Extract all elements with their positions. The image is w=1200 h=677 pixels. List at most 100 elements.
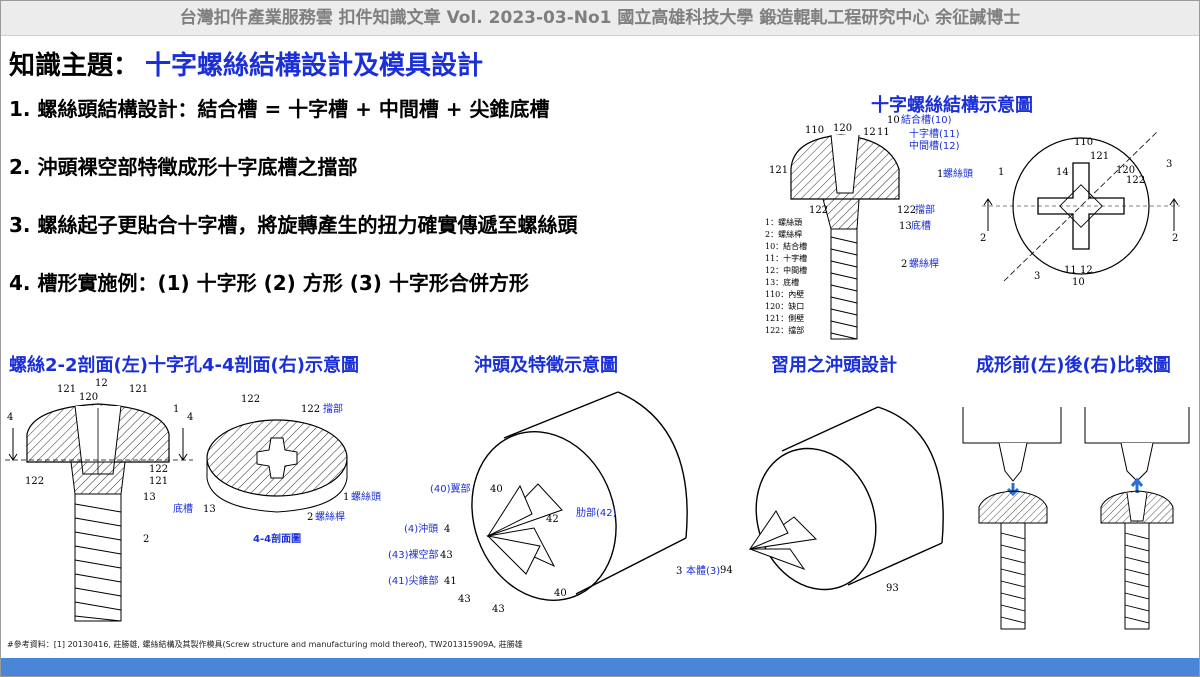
fig1-legend-2: 2：螺絲桿 [765,229,802,239]
screw-section-2-2-diagram: 121 120 12 121 1 4 4 122 121 122 13 2 [5,378,193,622]
fig1-legend-1: 1：螺絲頭 [765,217,802,227]
fig1-num-110: 110 [805,125,824,136]
fig1-legend-6: 13：底槽 [765,277,799,287]
caption-section: 螺絲2-2剖面(左)十字孔4-4剖面(右)示意圖 [9,355,359,376]
fig1-label-cross-slot: 十字槽(11) [909,127,960,140]
cross-hole-section-4-4-diagram: 122 122 擋部 底槽 13 1 螺絲頭 2 螺絲桿 4-4剖面圖 [173,394,381,545]
forming-comparison-diagram [962,407,1190,630]
point-3: 3. 螺絲起子更貼合十字槽，將旋轉產生的扭力確實傳遞至螺絲頭 [9,213,578,237]
screw-top-view-diagram: 110 121 120 122 14 1 2 2 3 3 11 12 10 [980,130,1180,288]
title-label: 知識主題： [9,51,140,81]
fig5-num-42: 42 [546,514,559,525]
fig3-num-1: 1 [173,404,179,415]
fig5-num-43b: 43 [458,594,471,605]
fig2-num-2a: 2 [980,233,986,244]
fig1-num-10: 10 [887,115,900,126]
fig3-num-2: 2 [143,534,149,545]
fig3-num-4a: 4 [7,412,13,423]
fig5-label-body: 本體(3) [686,564,720,577]
fig5-num-41: 41 [444,576,457,587]
caption-compare: 成形前(左)後(右)比較圖 [976,355,1171,376]
fig3-num-122a: 122 [149,464,168,475]
fig4-num-2: 2 [307,512,313,523]
caption-punch: 沖頭及特徵示意圖 [474,355,618,376]
fig1-label-head: 螺絲頭 [943,167,973,180]
fig1-label-combo-slot: 結合槽(10) [901,113,952,126]
fig4-label-bottom-slot: 底槽 [173,502,193,515]
fig1-legend-7: 110：內壁 [765,289,804,299]
fig3-num-120: 120 [79,392,98,403]
fig4-label-head: 螺絲頭 [351,490,381,503]
fig5-label-punch: (4)沖頭 [404,522,438,535]
fig4-num-13: 13 [203,504,216,515]
fig2-num-1: 1 [998,167,1004,178]
fig3-num-13: 13 [143,492,156,503]
fig4-num-1: 1 [343,492,349,503]
punch-feature-diagram: (40)翼部 40 42 肋部(42) (4)沖頭 4 (43)裸空部 43 (… [388,391,720,615]
fig5-label-hollow: (43)裸空部 [388,548,439,561]
fig1-num-121: 121 [769,165,788,176]
fig4-label-shank: 螺絲桿 [315,510,345,523]
point-4: 4. 槽形實施例：(1) 十字形 (2) 方形 (3) 十字形合併方形 [9,271,529,295]
fig2-num-3a: 3 [1166,159,1172,170]
fig1-legend-9: 121：側壁 [765,313,804,323]
fig1-num-13: 13 [899,221,912,232]
fig3-num-121b: 121 [129,384,148,395]
fig1-legend-4: 11：十字槽 [765,253,807,263]
reference-note: #參考資料：[1] 20130416, 莊勝雄, 螺絲結構及其製作模具(Scre… [7,640,523,649]
screw-structure-diagram: 110 120 12 11 10 結合槽(10) 十字槽(11) 中間槽(12)… [765,113,973,340]
fig1-num-2: 2 [901,259,907,270]
fig5-num-43a: 43 [440,550,453,561]
fig2-num-12: 12 [1080,265,1093,276]
point-1: 1. 螺絲頭結構設計：結合槽 = 十字槽 + 中間槽 + 尖錐底槽 [9,97,550,121]
fig1-legend-3: 10：結合槽 [765,241,807,251]
fig4-caption: 4-4剖面圖 [253,532,301,545]
fig1-num-122a: 122 [809,205,828,216]
fig4-num-122a: 122 [241,394,260,405]
caption-conventional: 習用之沖頭設計 [771,355,897,376]
fig5-num-43c: 43 [492,604,505,615]
fig5-num-40b: 40 [554,588,567,599]
fig6-num-93: 93 [886,583,899,594]
fig2-num-3b: 3 [1034,271,1040,282]
fig2-num-120: 120 [1116,165,1135,176]
fig5-label-wing: (40)翼部 [430,482,471,495]
fig2-num-110: 110 [1074,137,1093,148]
fig1-num-11: 11 [877,127,890,138]
page-title: 知識主題：十字螺絲結構設計及模具設計 [9,45,483,82]
fig2-num-14: 14 [1056,167,1069,178]
title-value: 十字螺絲結構設計及模具設計 [145,51,484,81]
fig3-num-12: 12 [95,378,108,389]
fig1-legend-8: 120：缺口 [765,301,804,311]
footer-bar [1,658,1199,676]
fig5-num-40a: 40 [490,484,503,495]
fig4-num-122b: 122 [301,404,320,415]
fig1-num-122b: 122 [897,205,916,216]
fig2-num-10: 10 [1072,277,1085,288]
fig3-num-121a: 121 [57,384,76,395]
fig2-num-11: 11 [1064,265,1077,276]
fig1-num-1: 1 [937,169,943,180]
point-2: 2. 沖頭裸空部特徵成形十字底槽之擋部 [9,155,358,179]
fig6-num-94: 94 [720,565,733,576]
fig2-num-2b: 2 [1172,233,1178,244]
header-banner: 台灣扣件產業服務雲 扣件知識文章 Vol. 2023-03-No1 國立高雄科技… [1,1,1199,36]
caption-structure: 十字螺絲結構示意圖 [871,95,1033,116]
fig5-num-4: 4 [444,524,450,535]
fig2-num-122: 122 [1126,175,1145,186]
fig3-num-121c: 121 [149,476,168,487]
conventional-punch-diagram: 94 93 [720,406,944,594]
fig5-label-cone: (41)尖錐部 [388,574,439,587]
fig5-num-3: 3 [676,566,682,577]
fig1-num-12: 12 [863,127,876,138]
fig1-label-middle-slot: 中間槽(12) [909,139,960,152]
fig1-num-120: 120 [833,123,852,134]
fig3-num-122b: 122 [25,476,44,487]
fig5-label-rib: 肋部(42) [576,506,617,519]
fig1-label-bottom-slot: 底槽 [911,219,931,232]
fig1-legend-5: 12：中間槽 [765,265,807,275]
fig2-num-121: 121 [1090,151,1109,162]
fig1-legend-10: 122：擋部 [765,325,804,335]
fig3-num-4b: 4 [187,412,193,423]
